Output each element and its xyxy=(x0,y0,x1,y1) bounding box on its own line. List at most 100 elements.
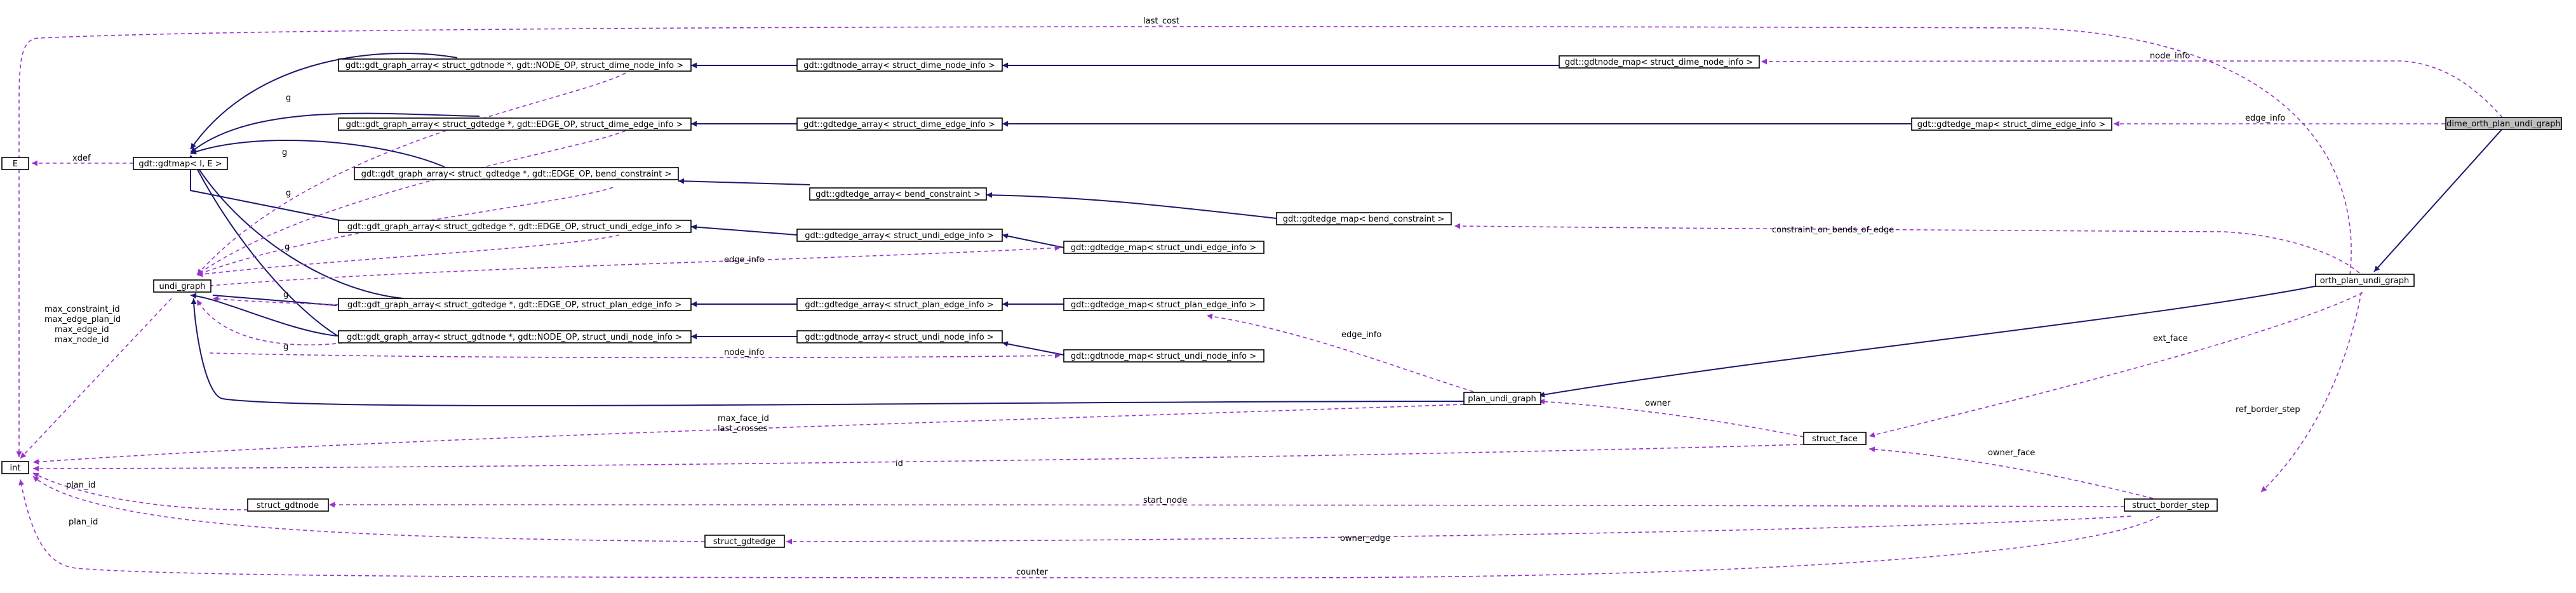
node-gdtmap[interactable]: gdt::gdtmap< I, E > xyxy=(133,157,228,170)
svg-text:gdt::gdtedge_array< struct_dim: gdt::gdtedge_array< struct_dime_edge_inf… xyxy=(803,120,995,130)
svg-text:gdt::gdt_graph_array< struct_g: gdt::gdt_graph_array< struct_gdtnode *, … xyxy=(345,61,683,70)
node-ea-plan[interactable]: gdt::gdtedge_array< struct_plan_edge_inf… xyxy=(796,298,1003,311)
node-struct-gdtedge[interactable]: struct_gdtedge xyxy=(704,535,785,548)
edge-dime-to-orth xyxy=(2373,128,2503,272)
node-ga-edge-bend[interactable]: gdt::gdt_graph_array< struct_gdtedge *, … xyxy=(354,167,679,180)
node-ga-node-undi[interactable]: gdt::gdt_graph_array< struct_gdtnode *, … xyxy=(338,330,692,343)
label-owner-face: owner_face xyxy=(1988,448,2035,458)
svg-text:gdt::gdtnode_array< struct_dim: gdt::gdtnode_array< struct_dime_node_inf… xyxy=(803,61,995,70)
svg-text:gdt::gdtedge_array< struct_und: gdt::gdtedge_array< struct_undi_edge_inf… xyxy=(805,231,994,241)
label-plan-id-1: plan_id xyxy=(66,481,95,490)
label-last-cost: last_cost xyxy=(1143,17,1179,26)
node-ga-edge-plan[interactable]: gdt::gdt_graph_array< struct_gdtedge *, … xyxy=(338,298,692,311)
label-ref-border-step: ref_border_step xyxy=(2236,405,2300,415)
svg-text:gdt::gdtedge_map< struct_plan_: gdt::gdtedge_map< struct_plan_edge_info … xyxy=(1071,300,1256,310)
svg-text:gdt::gdtnode_map< struct_dime_: gdt::gdtnode_map< struct_dime_node_info … xyxy=(1565,58,1753,67)
svg-text:gdt::gdt_graph_array< struct_g: gdt::gdt_graph_array< struct_gdtedge *, … xyxy=(361,170,672,179)
edge-counter xyxy=(18,479,2160,578)
svg-text:orth_plan_undi_graph: orth_plan_undi_graph xyxy=(2320,276,2410,286)
node-ga-node-dime[interactable]: gdt::gdt_graph_array< struct_gdtnode *, … xyxy=(338,58,692,72)
edge-owner-edge xyxy=(786,516,2131,545)
svg-text:struct_gdtnode: struct_gdtnode xyxy=(257,501,319,510)
label-plan-id-2: plan_id xyxy=(69,517,98,527)
edge-ref-border-step xyxy=(2260,291,2362,493)
label-int-id-4: max_node_id xyxy=(55,335,109,345)
edge-ext-face xyxy=(1868,292,2363,438)
nodes: dime_orth_plan_undi_graph orth_plan_undi… xyxy=(1,55,2562,548)
edge-undi-edge-info xyxy=(209,244,1061,286)
node-ea-dime[interactable]: gdt::gdtedge_array< struct_dime_edge_inf… xyxy=(796,117,1003,131)
svg-text:gdt::gdtnode_map< struct_undi_: gdt::gdtnode_map< struct_undi_node_info … xyxy=(1071,352,1256,361)
edge-g-2 xyxy=(196,130,626,276)
label-g-2: g xyxy=(282,148,287,157)
node-em-dime[interactable]: gdt::gdtedge_map< struct_dime_edge_info … xyxy=(1911,117,2112,131)
edge-g-6 xyxy=(196,299,344,346)
svg-text:gdt::gdtedge_map< struct_dime_: gdt::gdtedge_map< struct_dime_edge_info … xyxy=(1917,120,2106,130)
label-owner: owner xyxy=(1645,399,1671,408)
svg-text:E: E xyxy=(13,159,18,169)
label-max-face-id: max_face_id xyxy=(718,414,769,423)
edge-ga-node-undi-to-gdtmap xyxy=(190,155,340,338)
edge-em-bend-to-ea-bend xyxy=(986,192,1277,219)
edge-ea-undi-to-ga-edge-undi xyxy=(690,224,798,236)
svg-text:gdt::gdt_graph_array< struct_g: gdt::gdt_graph_array< struct_gdtedge *, … xyxy=(347,222,681,232)
label-g-3: g xyxy=(286,189,291,198)
node-orth-plan-undi-graph[interactable]: orth_plan_undi_graph xyxy=(2315,274,2415,287)
edge-ga-edge-bend-to-gdtmap xyxy=(190,140,445,168)
label-undi-edge-info: edge_info xyxy=(724,255,764,265)
edge-labels: last_cost node_info edge_info xdef g g g… xyxy=(44,17,2300,577)
node-dime-orth-plan-undi-graph[interactable]: dime_orth_plan_undi_graph xyxy=(2445,117,2562,130)
label-g-5: g xyxy=(283,290,288,300)
label-ext-face: ext_face xyxy=(2153,334,2188,343)
node-na-undi[interactable]: gdt::gdtnode_array< struct_undi_node_inf… xyxy=(796,330,1003,343)
svg-text:dime_orth_plan_undi_graph: dime_orth_plan_undi_graph xyxy=(2446,119,2561,129)
svg-text:gdt::gdtedge_map< bend_constra: gdt::gdtedge_map< bend_constraint > xyxy=(1283,215,1445,224)
usage-edges xyxy=(16,26,2503,578)
node-ga-edge-undi[interactable]: gdt::gdt_graph_array< struct_gdtedge *, … xyxy=(338,220,692,233)
node-e[interactable]: E xyxy=(1,157,29,170)
label-g-6: g xyxy=(283,342,288,352)
edge-ga-node-dime-to-gdtmap xyxy=(190,52,458,150)
node-struct-gdtnode[interactable]: struct_gdtnode xyxy=(247,498,329,512)
svg-text:gdt::gdtedge_map< struct_undi_: gdt::gdtedge_map< struct_undi_edge_info … xyxy=(1071,243,1256,253)
node-nm-undi[interactable]: gdt::gdtnode_map< struct_undi_node_info … xyxy=(1063,349,1265,363)
node-struct-border-step[interactable]: struct_border_step xyxy=(2124,498,2218,512)
node-em-bend[interactable]: gdt::gdtedge_map< bend_constraint > xyxy=(1276,212,1452,225)
svg-text:gdt::gdt_graph_array< struct_g: gdt::gdt_graph_array< struct_gdtnode *, … xyxy=(347,333,682,342)
edge-owner xyxy=(1538,399,1804,437)
node-na-dime[interactable]: gdt::gdtnode_array< struct_dime_node_inf… xyxy=(796,58,1003,72)
edge-node-info-dime xyxy=(1761,58,2503,118)
label-int-id-1: max_constraint_id xyxy=(44,305,120,314)
node-undi-graph[interactable]: undi_graph xyxy=(153,279,211,293)
node-em-plan[interactable]: gdt::gdtedge_map< struct_plan_edge_info … xyxy=(1063,298,1265,311)
label-constraint-on-bends: constraint_on_bends_of_edge xyxy=(1772,225,1894,235)
edge-constraint-on-bends xyxy=(1454,223,2360,274)
label-edge-info: edge_info xyxy=(2245,114,2285,123)
node-ea-undi[interactable]: gdt::gdtedge_array< struct_undi_edge_inf… xyxy=(796,229,1003,242)
edge-nm-undi-to-na-undi xyxy=(1002,341,1064,356)
node-ea-bend[interactable]: gdt::gdtedge_array< bend_constraint > xyxy=(809,187,987,201)
node-nm-dime[interactable]: gdt::gdtnode_map< struct_dime_node_info … xyxy=(1559,55,1760,69)
edge-max-face-id xyxy=(32,404,1465,465)
svg-text:plan_undi_graph: plan_undi_graph xyxy=(1468,394,1536,404)
node-ga-edge-dime[interactable]: gdt::gdt_graph_array< struct_gdtedge *, … xyxy=(338,117,692,131)
edge-id xyxy=(32,444,1804,472)
edge-ga-edge-dime-to-gdtmap xyxy=(190,112,480,153)
node-struct-face[interactable]: struct_face xyxy=(1803,432,1867,445)
edge-plan-to-undi xyxy=(191,298,1465,406)
edge-plan-id-1 xyxy=(32,472,248,510)
node-plan-undi-graph[interactable]: plan_undi_graph xyxy=(1463,392,1541,405)
label-id: id xyxy=(896,459,903,469)
node-int[interactable]: int xyxy=(1,461,29,474)
edge-last-cost xyxy=(16,26,2352,457)
edge-start-node xyxy=(328,502,2125,508)
edge-em-undi-to-ea-undi xyxy=(1002,233,1064,248)
edge-ea-bend-to-ga-edge-bend xyxy=(678,178,810,185)
label-undi-node-info: node_info xyxy=(724,348,764,357)
node-em-undi[interactable]: gdt::gdtedge_map< struct_undi_edge_info … xyxy=(1063,241,1265,254)
edge-orth-to-plan xyxy=(1538,284,2322,397)
svg-text:struct_border_step: struct_border_step xyxy=(2132,501,2210,510)
svg-text:struct_face: struct_face xyxy=(1812,434,1858,444)
svg-text:gdt::gdtmap< I, E >: gdt::gdtmap< I, E > xyxy=(138,159,222,169)
